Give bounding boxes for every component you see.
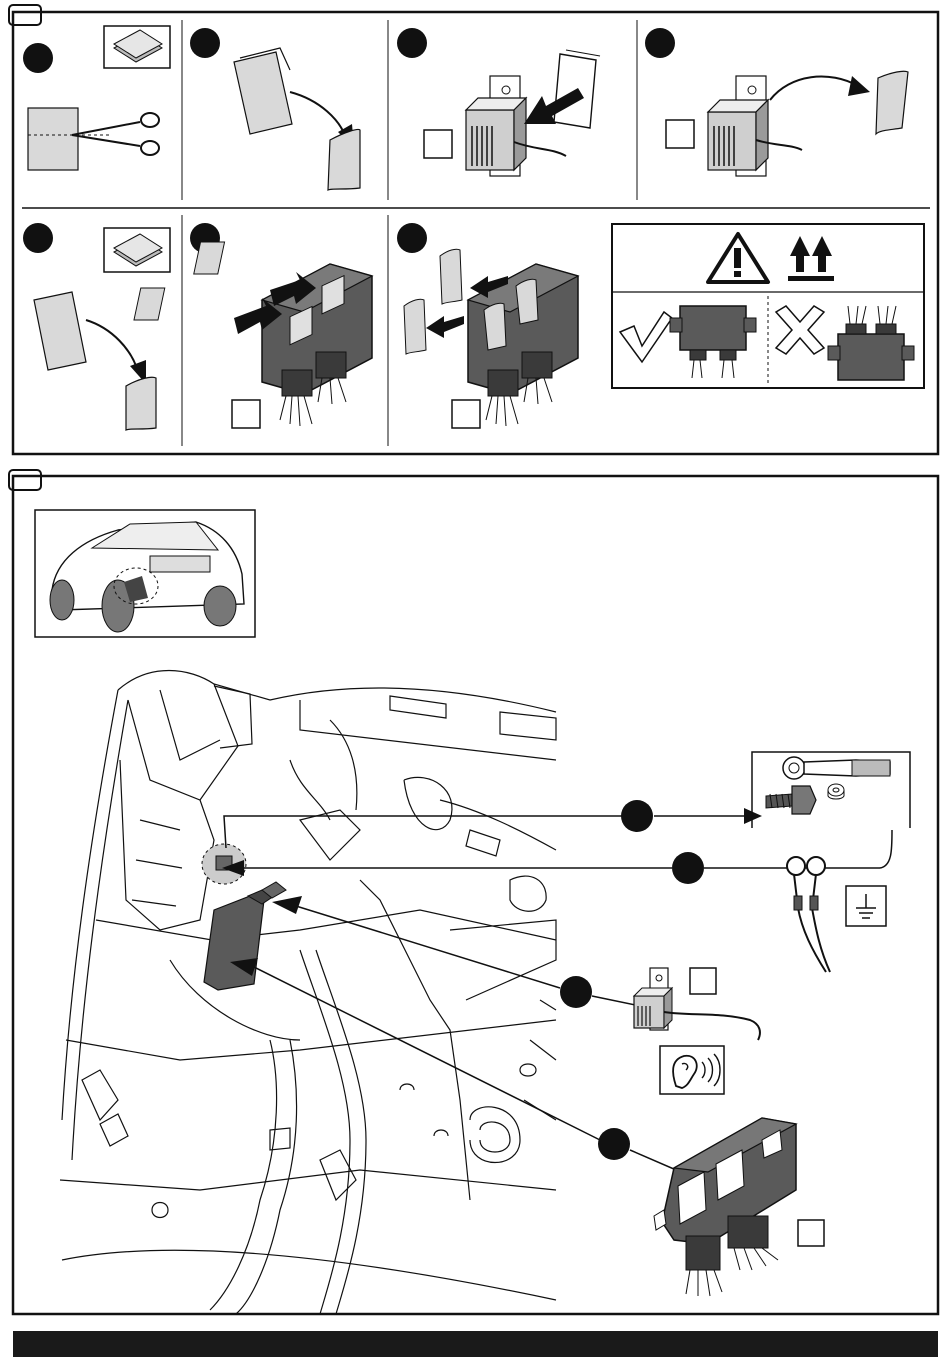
- ring-terminal-icon: [787, 857, 830, 972]
- checkbox-step-7: [452, 400, 480, 428]
- step-marker-b1: [621, 800, 653, 832]
- step-marker-3: [397, 28, 427, 58]
- installed-module-silhouette: [204, 882, 286, 990]
- step-marker-b4: [598, 1128, 630, 1160]
- section-bottom: [0, 460, 950, 1330]
- peel-sheet-icon: [234, 48, 360, 190]
- scissors-icon: [72, 113, 159, 155]
- step-marker-4: [645, 28, 675, 58]
- adhesive-pad-icon-2: [104, 228, 170, 272]
- step-marker-b3: [560, 976, 592, 1008]
- bolt-icon: [766, 786, 816, 814]
- checkbox-step-3: [424, 130, 452, 158]
- step-marker-2: [190, 28, 220, 58]
- checkbox-step-4: [666, 120, 694, 148]
- vehicle-interior-drawing: [60, 671, 556, 1315]
- checkbox-step-b4: [798, 1220, 824, 1246]
- control-module-icon-callout: [654, 1118, 796, 1296]
- arrow-to-bolt-kit: [744, 808, 762, 824]
- adhesive-pad-icon: [104, 26, 170, 68]
- control-module-icon-step-7: [404, 249, 578, 426]
- arrow-to-buzzer-location: [272, 896, 302, 914]
- buzzer-peel-icon: [708, 71, 908, 176]
- ground-symbol-icon: [846, 886, 886, 926]
- ratchet-wrench-icon: [783, 757, 890, 779]
- ear-sound-icon: [660, 1046, 724, 1094]
- step-marker-1: [23, 43, 53, 73]
- vehicle-icon: [35, 510, 255, 637]
- step-marker-5: [23, 223, 53, 253]
- nut-icon: [828, 784, 844, 799]
- footer-bar: [13, 1331, 938, 1357]
- section-top: [0, 0, 950, 460]
- checkbox-step-b3: [690, 968, 716, 994]
- step-marker-b2: [672, 852, 704, 884]
- step-marker-7: [397, 223, 427, 253]
- buzzer-icon: [466, 76, 566, 176]
- checkbox-step-6: [232, 400, 260, 428]
